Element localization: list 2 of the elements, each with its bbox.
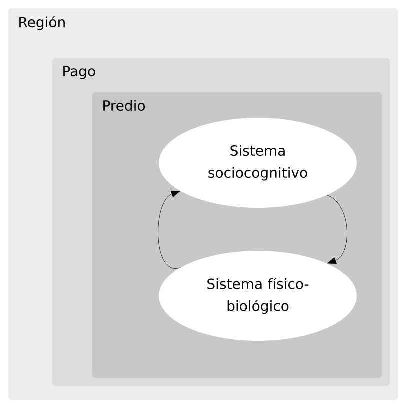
arrow bbox=[327, 195, 348, 264]
arrow bbox=[158, 190, 181, 269]
